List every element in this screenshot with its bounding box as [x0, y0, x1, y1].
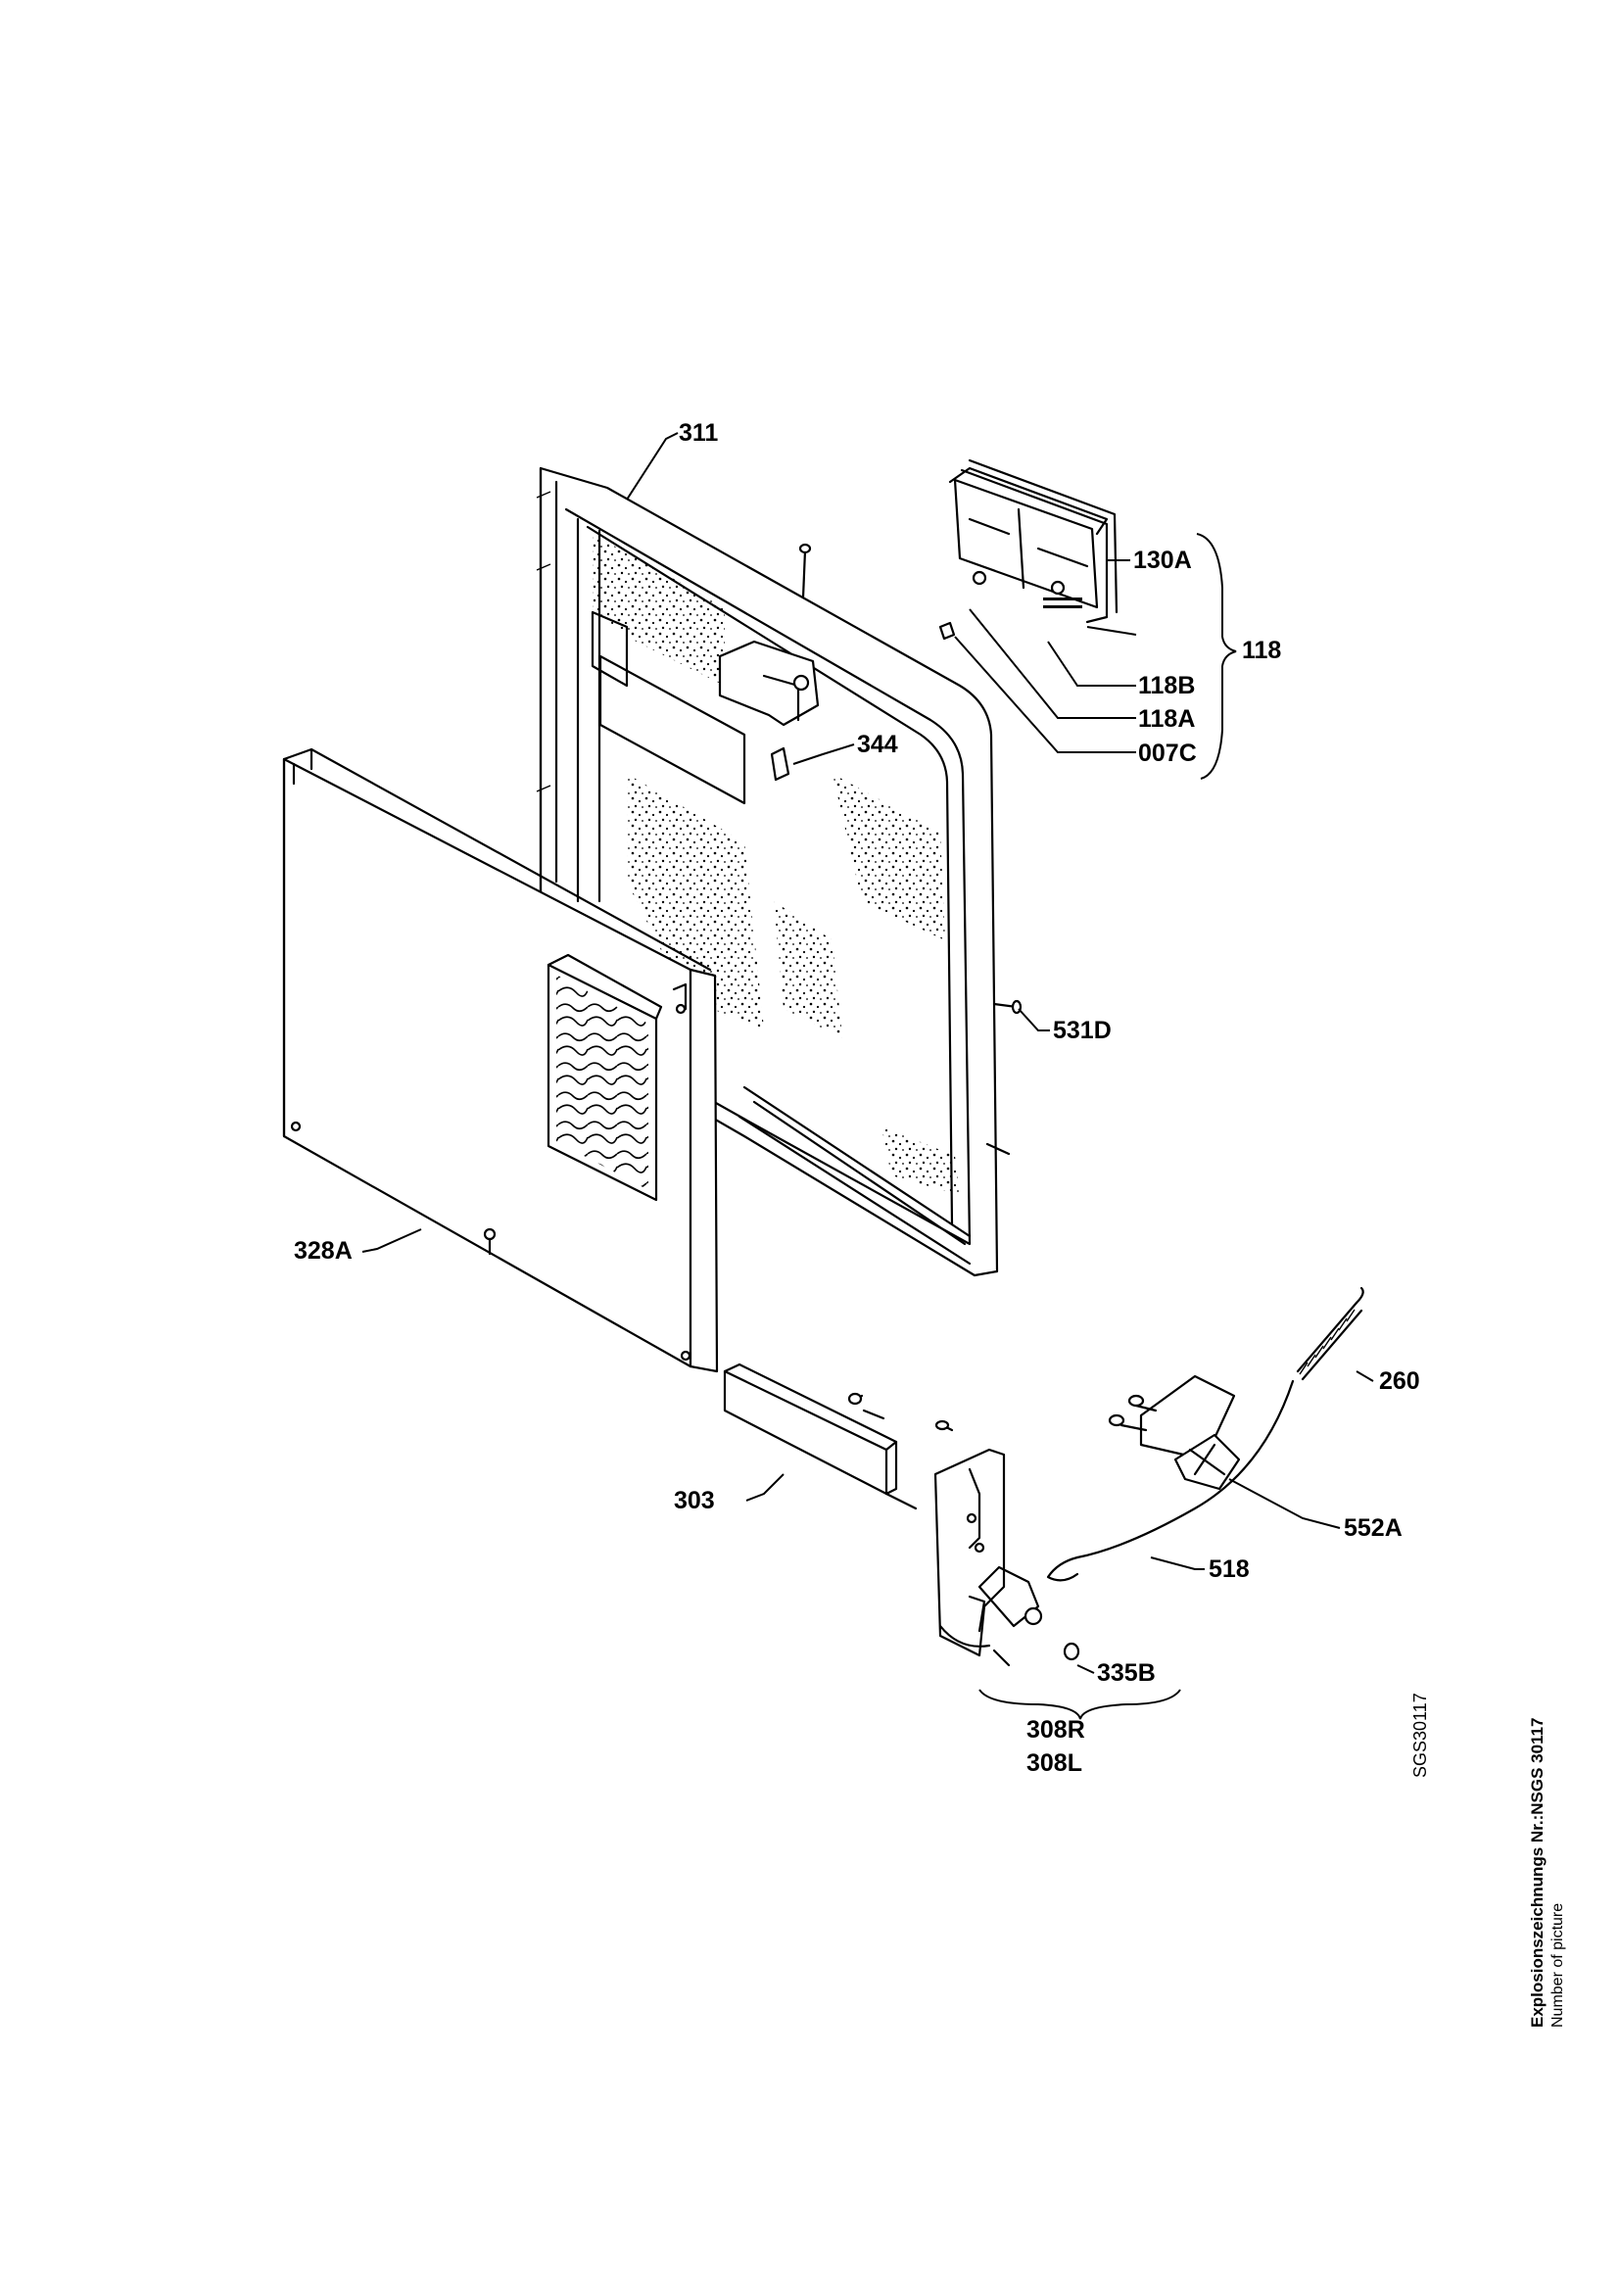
callout-344: 344: [857, 731, 898, 758]
callout-118B: 118B: [1138, 672, 1196, 699]
callout-308R: 308R: [1026, 1716, 1085, 1744]
callout-308L: 308L: [1026, 1749, 1082, 1777]
callout-531D: 531D: [1053, 1017, 1112, 1044]
spring-cable-assembly: [1046, 1286, 1364, 1582]
callout-335B: 335B: [1097, 1659, 1156, 1687]
drawing-code: SGS30117: [1410, 1693, 1430, 1778]
callout-518: 518: [1209, 1555, 1250, 1583]
callout-007C: 007C: [1138, 740, 1197, 767]
bottom-rail: [723, 1363, 918, 1510]
callout-118: 118: [1242, 637, 1282, 664]
callout-130A: 130A: [1133, 547, 1192, 574]
footer-subtitle: Number of picture: [1549, 1902, 1566, 2028]
callout-118A: 118A: [1138, 705, 1196, 733]
callout-552A: 552A: [1344, 1514, 1403, 1542]
callout-260: 260: [1379, 1367, 1420, 1395]
detergent-dispenser: [938, 458, 1119, 641]
callout-303: 303: [674, 1487, 715, 1514]
leader-lines: [361, 432, 1374, 1720]
hinge: [933, 1419, 1080, 1667]
outer-door-panel: [282, 747, 719, 1373]
callout-311: 311: [679, 419, 719, 447]
callout-328A: 328A: [294, 1237, 353, 1265]
footer-title: Explosionszeichnungs Nr.:NSGS 30117: [1528, 1717, 1547, 2029]
